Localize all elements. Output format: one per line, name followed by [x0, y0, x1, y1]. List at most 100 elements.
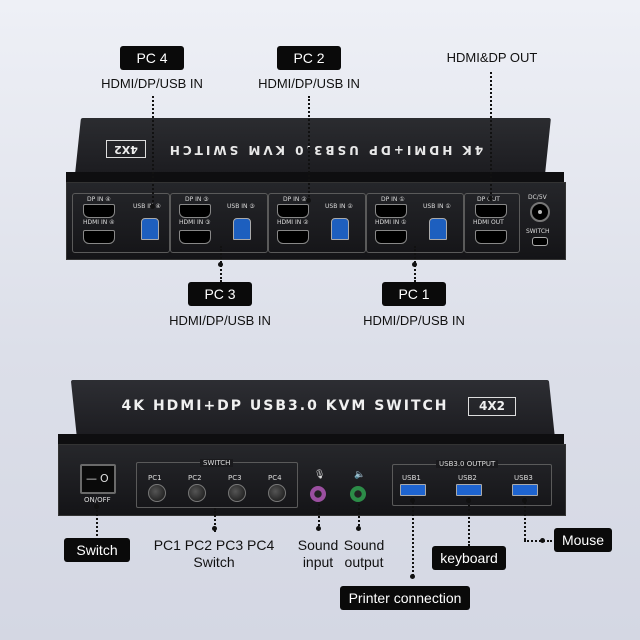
dp-in-3-port[interactable] [179, 204, 211, 218]
top-device-band [66, 172, 564, 184]
output-leader-line [490, 72, 492, 198]
dp-in-4-label: DP IN ④ [87, 196, 111, 203]
pc-switch-leader-dot [212, 526, 217, 531]
dp-in-1-port[interactable] [375, 204, 407, 218]
output-caption: HDMI&DP OUT [446, 50, 538, 65]
microphone-icon: 🎙 [314, 470, 326, 480]
sound-output-caption-line1: Sound [343, 537, 385, 553]
port-group-output: DP OUT HDMI OUT [464, 193, 520, 253]
speaker-output-jack[interactable] [350, 486, 366, 502]
port-group-pc3: DP IN ③ HDMI IN ③ USB IN ③ [170, 193, 268, 253]
dp-in-2-port[interactable] [277, 204, 309, 218]
dp-in-2-label: DP IN ② [283, 196, 307, 203]
hdmi-in-4-port[interactable] [83, 230, 115, 244]
pc4-button-label: PC4 [268, 474, 282, 482]
pc1-caption: HDMI/DP/USB IN [363, 313, 465, 328]
pc2-leader-line [308, 96, 310, 200]
sound-output-caption-line2: output [344, 554, 384, 570]
bottom-device-badge: 4X2 [468, 397, 516, 416]
switch-port[interactable] [532, 237, 548, 246]
sound-output-leader-line [358, 504, 360, 530]
rocker-on-symbol: — [86, 472, 97, 485]
onoff-label: ON/OFF [84, 496, 111, 504]
pc2-leader-dot [306, 198, 311, 203]
pc2-button-label: PC2 [188, 474, 202, 482]
pc4-callout: PC 4 [120, 46, 184, 70]
pc1-callout: PC 1 [382, 282, 446, 306]
usb2-port[interactable] [456, 484, 482, 496]
printer-leader-dot [410, 574, 415, 579]
pc1-leader-dot [412, 262, 417, 267]
usb-in-4-label: USB IN ④ [133, 203, 161, 210]
switch-leader-dot [94, 504, 99, 509]
printer-leader-top-dot [410, 498, 415, 503]
speaker-icon: 🔈 [354, 470, 366, 480]
usb2-label: USB2 [458, 474, 477, 482]
usb-in-1-label: USB IN ① [423, 203, 451, 210]
hdmi-in-1-port[interactable] [375, 230, 407, 244]
bottom-device-band [58, 434, 564, 446]
pc3-caption: HDMI/DP/USB IN [169, 313, 271, 328]
dc-label: DC/5V [528, 194, 547, 201]
pc4-caption: HDMI/DP/USB IN [101, 76, 203, 91]
hdmi-out-port[interactable] [475, 230, 507, 244]
switch-leader-line [96, 506, 98, 536]
port-group-pc1: DP IN ① HDMI IN ① USB IN ① [366, 193, 464, 253]
hdmi-in-2-port[interactable] [277, 230, 309, 244]
hdmi-out-label: HDMI OUT [473, 219, 504, 226]
mouse-leader-dot [522, 498, 527, 503]
pc4-switch-button[interactable] [268, 484, 286, 502]
output-leader-dot [488, 196, 493, 201]
mouse-callout: Mouse [554, 528, 612, 552]
usb3-label: USB3 [514, 474, 533, 482]
mouse-leader-end-dot [540, 538, 545, 543]
top-device-title: 4K HDMI+DP USB3.0 KVM SWITCH [166, 143, 484, 157]
port-group-pc4: DP IN ④ HDMI IN ④ USB IN ④ [72, 193, 170, 253]
pc1-button-label: PC1 [148, 474, 162, 482]
dp-out-port[interactable] [475, 204, 507, 218]
pc2-switch-button[interactable] [188, 484, 206, 502]
usb-output-label: USB3.0 OUTPUT [436, 460, 499, 468]
dp-in-3-label: DP IN ③ [185, 196, 209, 203]
pc4-leader-line [152, 96, 154, 206]
hdmi-in-3-port[interactable] [179, 230, 211, 244]
usb-in-2-port[interactable] [331, 218, 349, 240]
port-group-pc2: DP IN ② HDMI IN ② USB IN ② [268, 193, 366, 253]
switch-port-label: SWITCH [526, 228, 550, 235]
switch-callout: Switch [64, 538, 130, 562]
pc3-callout: PC 3 [188, 282, 252, 306]
top-device-badge: 4X2 [106, 140, 146, 158]
mic-input-jack[interactable] [310, 486, 326, 502]
keyboard-callout: keyboard [432, 546, 506, 570]
pc-switch-leader-line [214, 508, 216, 532]
dp-in-1-label: DP IN ① [381, 196, 405, 203]
usb3-port[interactable] [512, 484, 538, 496]
usb-in-2-label: USB IN ② [325, 203, 353, 210]
sound-input-leader-dot [316, 526, 321, 531]
hdmi-in-3-label: HDMI IN ③ [179, 219, 211, 226]
pc2-caption: HDMI/DP/USB IN [258, 76, 360, 91]
pc3-leader-dot [218, 262, 223, 267]
dc-pin-icon [538, 210, 542, 214]
usb-in-1-port[interactable] [429, 218, 447, 240]
printer-callout: Printer connection [340, 586, 470, 610]
pc3-switch-button[interactable] [228, 484, 246, 502]
usb1-port[interactable] [400, 484, 426, 496]
bottom-device-front-panel [58, 444, 566, 516]
rocker-off-symbol: O [100, 472, 109, 485]
pc1-switch-button[interactable] [148, 484, 166, 502]
power-rocker-switch[interactable]: — O [80, 464, 116, 494]
usb-in-4-port[interactable] [141, 218, 159, 240]
mouse-leader-vline [524, 498, 526, 540]
pc-switch-caption-line2: Switch [193, 554, 235, 570]
hdmi-in-1-label: HDMI IN ① [375, 219, 407, 226]
usb-in-3-label: USB IN ③ [227, 203, 255, 210]
dp-in-4-port[interactable] [83, 204, 115, 218]
pc2-callout: PC 2 [277, 46, 341, 70]
pc4-leader-dot [150, 204, 155, 209]
usb-in-3-port[interactable] [233, 218, 251, 240]
sound-output-leader-dot [356, 526, 361, 531]
mouse-leader-hline [524, 540, 552, 542]
pc-switch-caption-line1: PC1 PC2 PC3 PC4 [153, 537, 275, 553]
printer-leader-line [412, 498, 414, 576]
